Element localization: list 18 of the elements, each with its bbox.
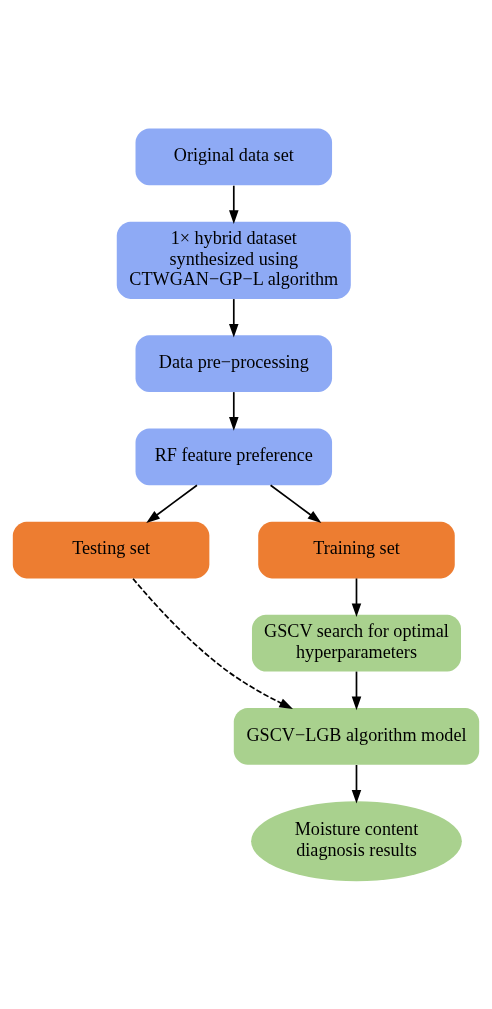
arrow xyxy=(229,390,239,431)
node-box: RF feature preference xyxy=(135,428,333,485)
arrow xyxy=(351,670,362,710)
arrow xyxy=(132,577,293,709)
arrow xyxy=(146,483,198,523)
node-box: 1× hybrid dataset synthesized using CTWGAN−GP−L algorithm xyxy=(116,221,351,299)
node-box: GSCV search for optimal hyperparameters xyxy=(251,614,461,672)
node-box: Training set xyxy=(258,521,455,578)
node-ellipse: Moisture content diagnosis results xyxy=(251,800,462,881)
arrow xyxy=(351,577,362,617)
node-box: Original data set xyxy=(135,128,333,185)
arrow xyxy=(229,184,239,224)
arrow xyxy=(351,763,362,804)
node-box: GSCV−LGB algorithm model xyxy=(233,707,480,765)
arrow xyxy=(269,483,322,523)
node-box: Testing set xyxy=(12,521,210,578)
arrow xyxy=(229,297,239,338)
node-box: Data pre−processing xyxy=(135,334,333,392)
